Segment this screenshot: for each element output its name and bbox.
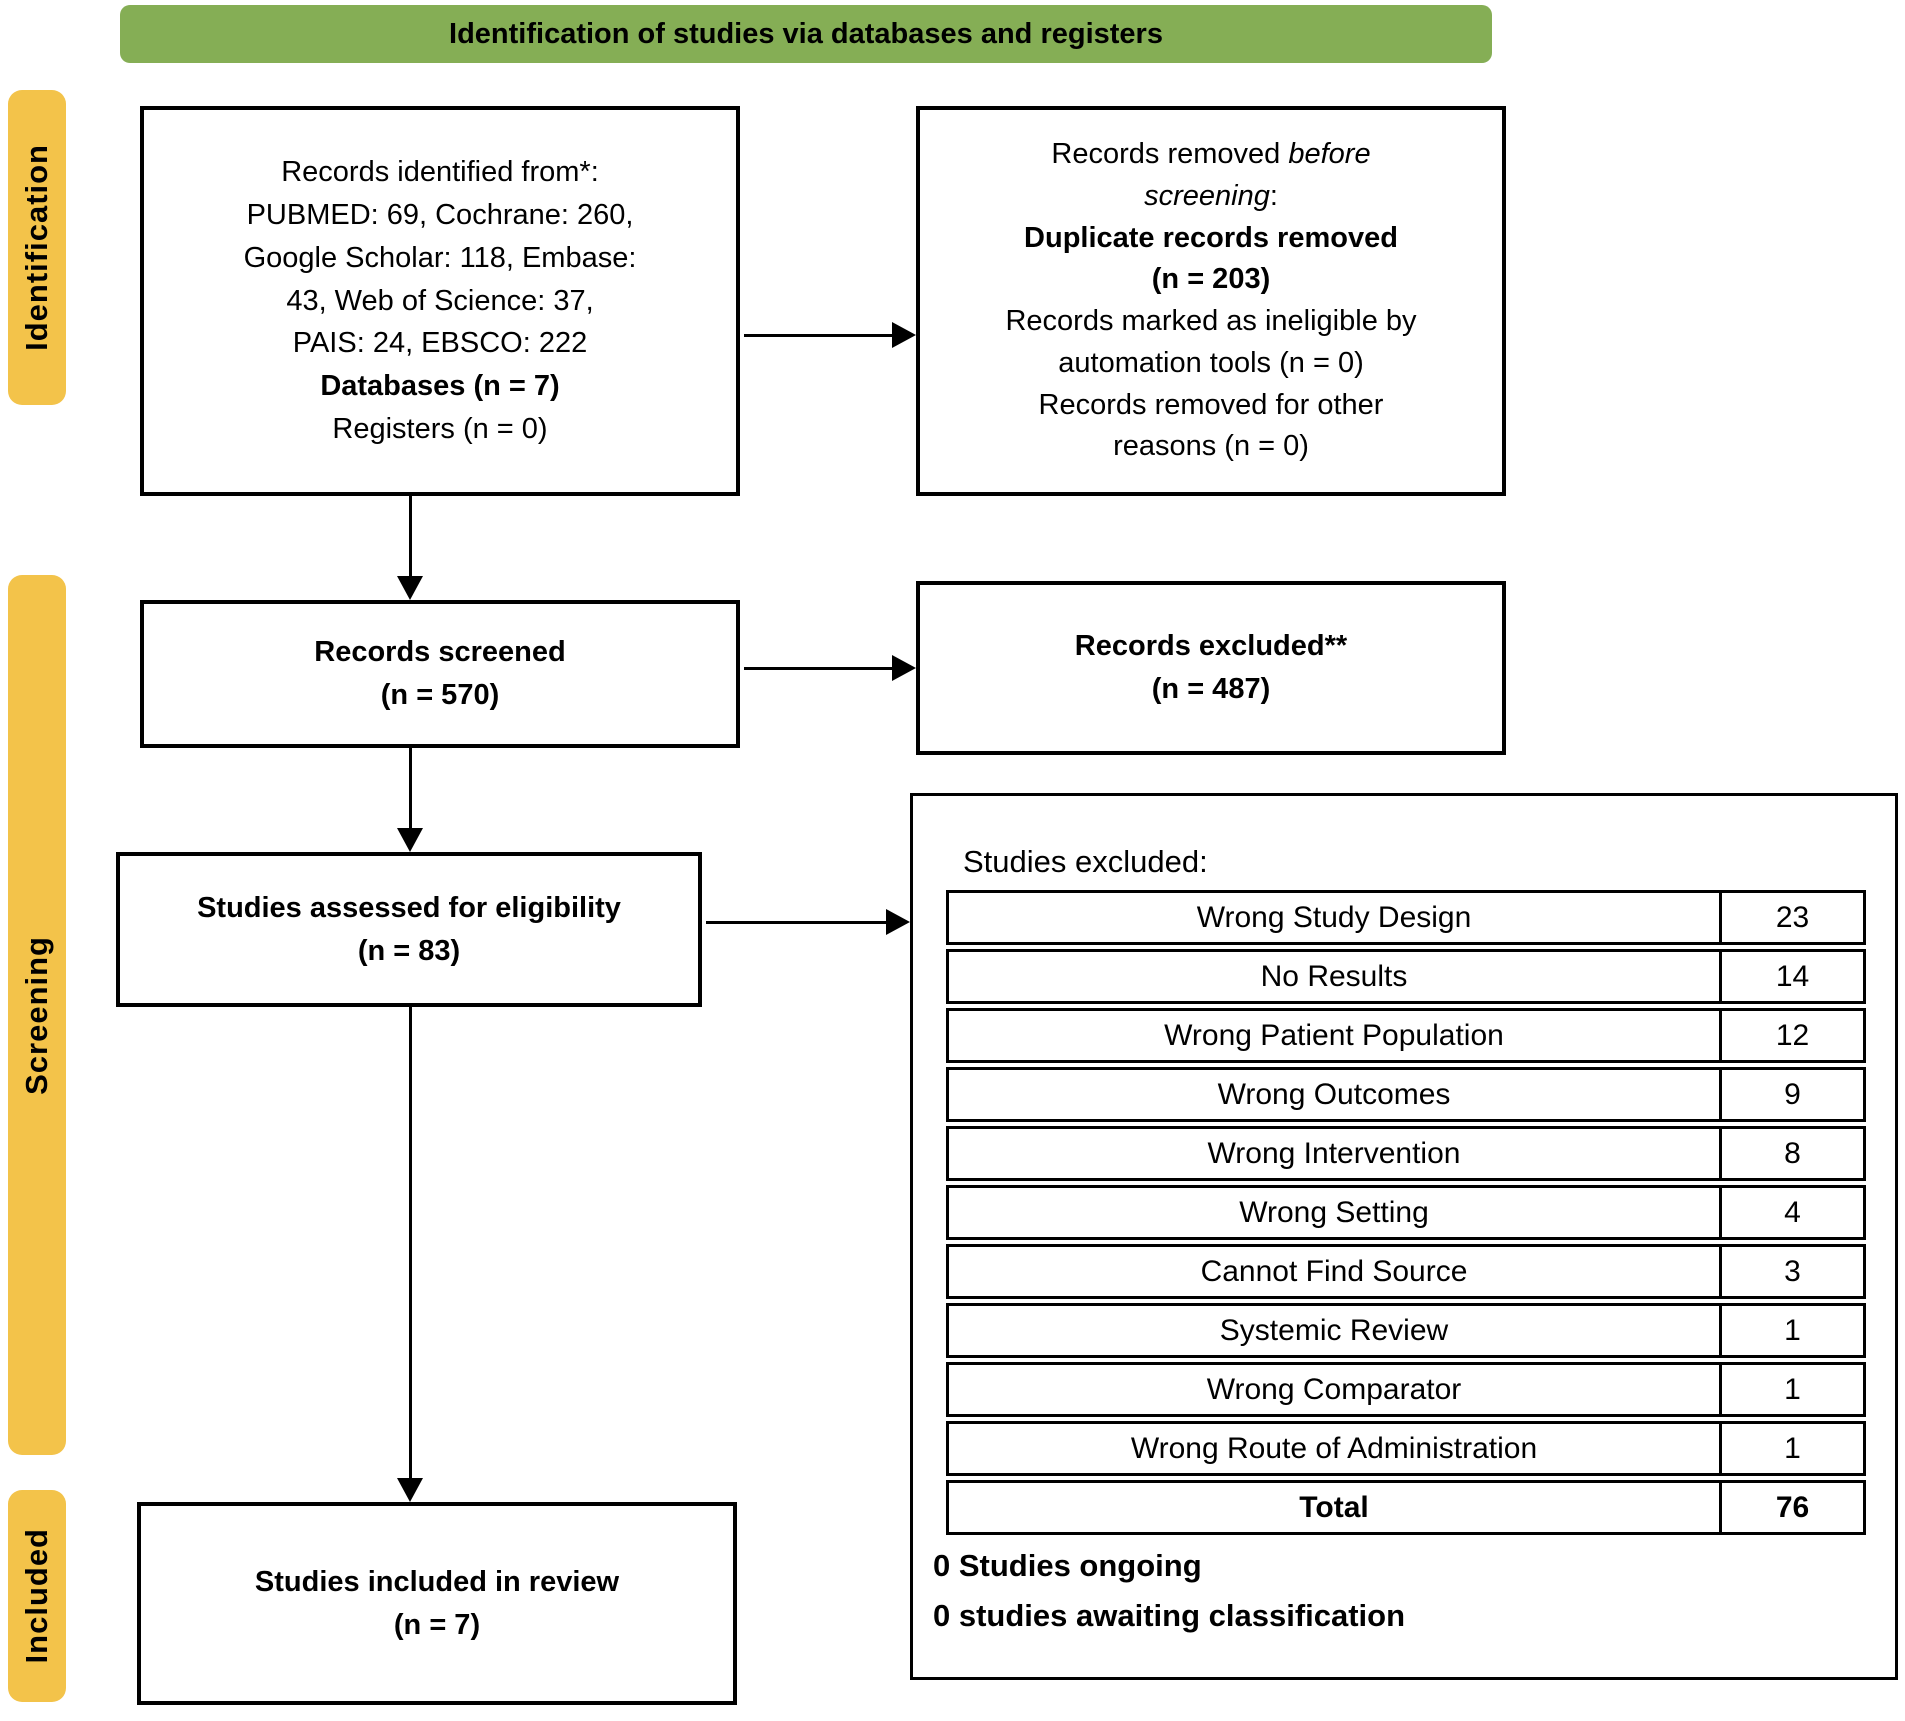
text-line: PUBMED: 69, Cochrane: 260, — [246, 198, 634, 231]
arrow-assessed-to-exclusion-panel — [706, 921, 888, 924]
text-line: Records removed for other — [1038, 388, 1384, 421]
exclusion-count: 8 — [1719, 1129, 1863, 1178]
exclusion-count: 76 — [1719, 1483, 1863, 1532]
exclusion-table-row: No Results 14 — [946, 949, 1866, 1004]
box-title: Studies included in review — [254, 1565, 620, 1598]
exclusion-count: 9 — [1719, 1070, 1863, 1119]
stage-label-screening: Screening — [19, 935, 54, 1095]
arrow-identified-to-screened — [409, 496, 412, 578]
box-count: (n = 487) — [1151, 673, 1271, 705]
text-line: PAIS: 24, EBSCO: 222 — [292, 327, 588, 360]
exclusion-table-row: Cannot Find Source 3 — [946, 1244, 1866, 1299]
exclusion-count: 14 — [1719, 952, 1863, 1001]
exclusion-reason: Systemic Review — [1219, 1313, 1449, 1347]
text-line: Duplicate records removed — [1024, 221, 1398, 254]
stage-bar-screening: Screening — [8, 575, 66, 1455]
exclusion-reason: Wrong Intervention — [1207, 1136, 1461, 1170]
text-line: Databases (n = 7) — [320, 370, 560, 403]
arrowhead-assessed-to-exclusion-panel — [886, 909, 910, 935]
box-title: Studies assessed for eligibility — [197, 891, 621, 924]
exclusion-reason: Cannot Find Source — [1200, 1254, 1468, 1288]
exclusion-reason: Wrong Study Design — [1196, 900, 1472, 934]
text-line: Records identified from*: — [281, 155, 599, 188]
text-line: 43, Web of Science: 37, — [286, 284, 594, 317]
text-line: Records removed before — [1051, 138, 1371, 170]
text-line: Registers (n = 0) — [332, 413, 548, 446]
exclusion-count: 23 — [1719, 893, 1863, 942]
text-line: Records marked as ineligible by — [1005, 305, 1417, 337]
arrowhead-screened-to-excluded — [892, 655, 916, 681]
exclusion-table-row: Wrong Intervention 8 — [946, 1126, 1866, 1181]
exclusion-table-row: Wrong Setting 4 — [946, 1185, 1866, 1240]
box-records-screened: Records screened (n = 570) — [140, 600, 740, 748]
footnote-studies-ongoing: 0 Studies ongoing — [933, 1548, 1202, 1583]
banner-label: Identification of studies via databases … — [449, 17, 1163, 50]
box-count: (n = 570) — [380, 679, 500, 711]
stage-bar-included: Included — [8, 1490, 66, 1702]
box-studies-assessed: Studies assessed for eligibility (n = 83… — [116, 852, 702, 1007]
exclusion-count: 1 — [1719, 1424, 1863, 1473]
arrowhead-assessed-to-included — [397, 1478, 423, 1502]
exclusion-table-row: Wrong Comparator 1 — [946, 1362, 1866, 1417]
exclusion-reason: Wrong Patient Population — [1164, 1018, 1504, 1052]
text-line: Google Scholar: 118, Embase: — [243, 241, 637, 274]
exclusion-table-row: Wrong Outcomes 9 — [946, 1067, 1866, 1122]
exclusion-reason: Wrong Route of Administration — [1130, 1431, 1538, 1465]
box-records-identified: Records identified from*: PUBMED: 69, Coc… — [140, 106, 740, 496]
exclusion-table-row: Wrong Route of Administration 1 — [946, 1421, 1866, 1476]
box-studies-included: Studies included in review (n = 7) — [137, 1502, 737, 1705]
box-records-removed: Records removed before screening: Duplicat… — [916, 106, 1506, 496]
exclusion-reason: Wrong Comparator — [1206, 1372, 1462, 1406]
box-title: Records screened — [314, 636, 566, 669]
arrow-identified-to-removed — [744, 334, 894, 337]
exclusion-reason: Total — [1299, 1490, 1369, 1524]
exclusion-reason: Wrong Outcomes — [1217, 1077, 1451, 1111]
text-line: screening: — [1144, 179, 1278, 212]
stage-label-identification: Identification — [19, 144, 54, 351]
box-title: Records excluded** — [1074, 630, 1348, 663]
exclusion-table-row: Systemic Review 1 — [946, 1303, 1866, 1358]
arrow-screened-to-assessed — [409, 748, 412, 830]
arrow-assessed-to-included — [409, 1007, 412, 1480]
stage-label-included: Included — [19, 1528, 54, 1664]
arrowhead-screened-to-assessed — [397, 828, 423, 852]
box-count: (n = 83) — [357, 934, 461, 967]
box-records-excluded: Records excluded** (n = 487) — [916, 581, 1506, 755]
arrow-screened-to-excluded — [744, 667, 894, 670]
exclusion-table-row: Total 76 — [946, 1480, 1866, 1535]
exclusion-table-row: Wrong Patient Population 12 — [946, 1008, 1866, 1063]
arrowhead-identified-to-screened — [397, 576, 423, 600]
exclusion-table-row: Wrong Study Design 23 — [946, 890, 1866, 945]
exclusion-count: 4 — [1719, 1188, 1863, 1237]
footnote-awaiting-classification: 0 studies awaiting classification — [933, 1598, 1406, 1633]
exclusion-count: 3 — [1719, 1247, 1863, 1296]
panel-heading: Studies excluded: — [963, 844, 1208, 879]
text-line: reasons (n = 0) — [1113, 430, 1309, 463]
exclusion-count: 12 — [1719, 1011, 1863, 1060]
exclusion-count: 1 — [1719, 1306, 1863, 1355]
box-count: (n = 7) — [393, 1608, 481, 1641]
text-line: automation tools (n = 0) — [1058, 346, 1364, 379]
exclusion-reason: No Results — [1260, 959, 1408, 993]
exclusion-reason: Wrong Setting — [1239, 1195, 1429, 1229]
stage-bar-identification: Identification — [8, 90, 66, 405]
exclusion-count: 1 — [1719, 1365, 1863, 1414]
arrowhead-identified-to-removed — [892, 322, 916, 348]
banner-identification-of-studies: Identification of studies via databases … — [120, 5, 1492, 63]
text-line: (n = 203) — [1151, 263, 1271, 296]
